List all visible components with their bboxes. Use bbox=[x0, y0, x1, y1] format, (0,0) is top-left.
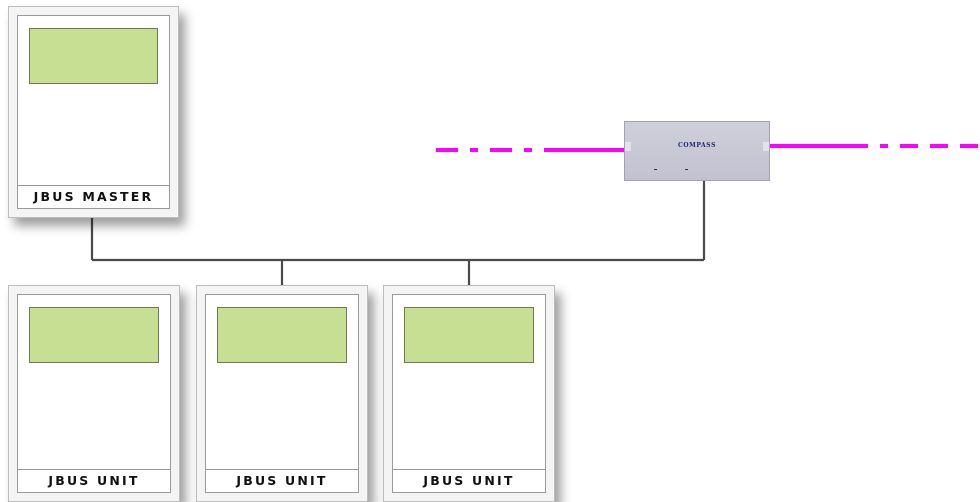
device-label: JBUS MASTER bbox=[18, 185, 169, 208]
device-panel: JBUS UNIT bbox=[392, 294, 546, 493]
rs485-bus bbox=[90, 178, 706, 285]
jbus-master-device: JBUS MASTER bbox=[8, 6, 179, 218]
device-panel: JBUS MASTER bbox=[17, 15, 170, 209]
jbus-unit-device-3: JBUS UNIT bbox=[383, 285, 555, 502]
jbus-unit-device-1: JBUS UNIT bbox=[8, 285, 180, 502]
lcd-screen bbox=[404, 307, 534, 363]
gateway-port-left bbox=[625, 142, 631, 151]
lcd-screen bbox=[217, 307, 347, 363]
device-panel: JBUS UNIT bbox=[17, 294, 171, 493]
gateway-brand: COMPASS bbox=[677, 142, 717, 149]
lcd-screen bbox=[29, 307, 159, 363]
compass-gateway: COMPASS bbox=[624, 121, 770, 181]
device-label: JBUS UNIT bbox=[393, 469, 545, 492]
lcd-screen bbox=[29, 28, 158, 84]
jbus-unit-device-2: JBUS UNIT bbox=[196, 285, 368, 502]
gateway-port-right bbox=[763, 142, 769, 151]
status-led-1 bbox=[654, 169, 657, 170]
device-panel: JBUS UNIT bbox=[205, 294, 359, 493]
device-label: JBUS UNIT bbox=[206, 469, 358, 492]
device-label: JBUS UNIT bbox=[18, 469, 170, 492]
status-led-2 bbox=[685, 169, 688, 170]
